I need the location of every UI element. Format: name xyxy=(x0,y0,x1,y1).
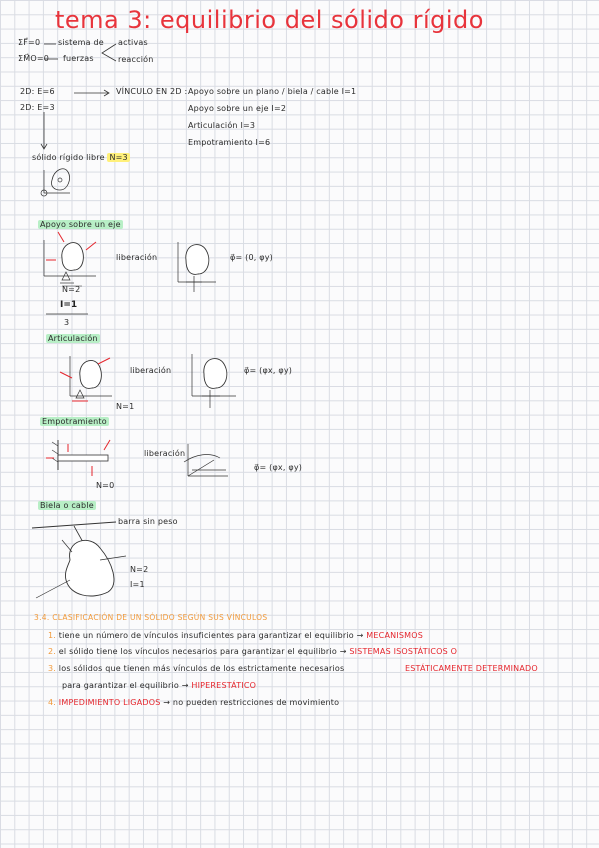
solido-libre-n: N=3 xyxy=(107,153,130,162)
class-item-3-num: 3. xyxy=(48,664,57,673)
class-item-4: 4. IMPEDIMIENTO LIGADOS → no pueden rest… xyxy=(48,698,339,707)
articulacion-n: N=1 xyxy=(116,402,135,411)
class-item-2-num: 2. xyxy=(48,647,57,656)
class-item-2: 2. el sólido tiene los vínculos necesari… xyxy=(48,647,457,656)
classification-heading: 3.4. CLASIFICACIÓN DE UN SÓLIDO SEGÚN SU… xyxy=(34,613,268,622)
vinculo-item-4: Empotramiento I=6 xyxy=(188,138,271,147)
solido-libre-label: sólido rígido libre N=3 xyxy=(32,153,130,162)
empotramiento-phi: φ⃗= (φx, φy) xyxy=(254,463,303,472)
class-item-2-result-cont: ESTÁTICAMENTE DETERMINADO xyxy=(405,664,538,673)
class-item-3-cont: para garantizar el equilibrio → HIPEREST… xyxy=(62,681,256,690)
sum-forces-eq: ΣF⃗=0 xyxy=(18,38,41,47)
class-item-3-text: los sólidos que tienen más vínculos de l… xyxy=(58,664,345,673)
sistema-label: sistema de xyxy=(58,38,104,47)
vinculo-label: VÍNCULO EN 2D : xyxy=(116,87,188,96)
class-item-1-arrow: → xyxy=(356,631,364,640)
biela-barra: barra sin peso xyxy=(118,517,178,526)
biela-heading: Biela o cable xyxy=(38,501,96,510)
solido-libre-text: sólido rígido libre xyxy=(32,153,105,162)
empotramiento-heading: Empotramiento xyxy=(40,417,109,426)
apoyo-eje-n: N=2 xyxy=(62,285,81,294)
class-item-1: 1. tiene un número de vínculos insuficie… xyxy=(48,631,423,640)
row1-left: 2D: E=6 xyxy=(20,87,55,96)
reaccion-label: reacción xyxy=(118,55,154,64)
empotramiento-liberacion: liberación xyxy=(144,449,186,458)
row2-left: 2D: E=3 xyxy=(20,103,55,112)
class-item-3-result: HIPERESTÁTICO xyxy=(191,681,257,690)
class-item-2-text: el sólido tiene los vínculos necesarios … xyxy=(58,647,337,656)
vinculo-item-3: Articulación I=3 xyxy=(188,121,256,130)
apoyo-eje-heading: Apoyo sobre un eje xyxy=(38,220,123,229)
empotramiento-n: N=0 xyxy=(96,481,115,490)
articulacion-liberacion: liberación xyxy=(130,366,172,375)
class-item-1-result: MECANISMOS xyxy=(366,631,424,640)
class-item-4-arrow: → xyxy=(163,698,171,707)
class-item-4-result: no pueden restricciones de movimiento xyxy=(172,698,340,707)
class-item-3-arrow: → xyxy=(181,681,189,690)
articulacion-heading: Articulación xyxy=(46,334,100,343)
class-item-3-cont-text: para garantizar el equilibrio xyxy=(62,681,179,690)
articulacion-heading-text: Articulación xyxy=(46,334,100,343)
biela-i: I=1 xyxy=(130,580,145,589)
class-item-4-num: 4. xyxy=(48,698,57,707)
biela-n: N=2 xyxy=(130,565,149,574)
class-item-2-arrow: → xyxy=(339,647,347,656)
vinculo-item-1: Apoyo sobre un plano / biela / cable I=1 xyxy=(188,87,357,96)
title-prefix: tema 3 xyxy=(55,6,144,34)
class-item-2-result: SISTEMAS ISOSTÁTICOS O xyxy=(349,647,458,656)
apoyo-eje-den: 3 xyxy=(64,318,70,327)
page-title: tema 3: equilibrio del sólido rígido xyxy=(55,6,484,34)
articulacion-phi: φ⃗= (φx, φy) xyxy=(244,366,293,375)
apoyo-eje-heading-text: Apoyo sobre un eje xyxy=(38,220,123,229)
empotramiento-heading-text: Empotramiento xyxy=(40,417,109,426)
class-item-1-num: 1. xyxy=(48,631,57,640)
title-rest: equilibrio del sólido rígido xyxy=(159,6,484,34)
class-item-3: 3. los sólidos que tienen más vínculos d… xyxy=(48,664,344,673)
class-item-4-text: IMPEDIMIENTO LIGADOS xyxy=(58,698,161,707)
biela-heading-text: Biela o cable xyxy=(38,501,96,510)
apoyo-eje-liberacion: liberación xyxy=(116,253,158,262)
title-colon: : xyxy=(143,6,152,34)
sum-moments-eq: ΣM⃗O=0 xyxy=(18,54,50,63)
apoyo-eje-i: I=1 xyxy=(60,300,78,310)
class-item-1-text: tiene un número de vínculos insuficiente… xyxy=(58,631,354,640)
vinculo-item-2: Apoyo sobre un eje I=2 xyxy=(188,104,287,113)
apoyo-eje-phi: φ⃗= (0, φy) xyxy=(230,253,273,262)
activas-label: activas xyxy=(118,38,148,47)
fuerzas-label: fuerzas xyxy=(63,54,94,63)
